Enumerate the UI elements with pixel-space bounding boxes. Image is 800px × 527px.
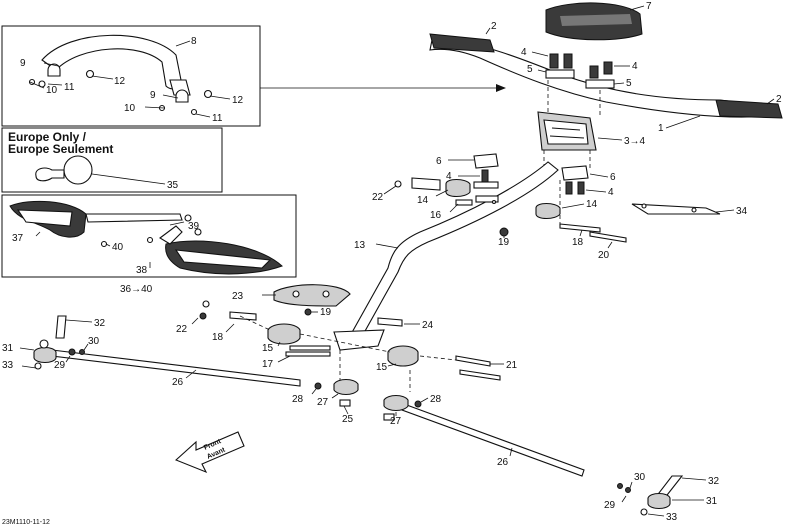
callout-33-right: 33 xyxy=(666,512,678,523)
callout-17: 17 xyxy=(262,359,274,370)
callout-38: 38 xyxy=(136,265,148,276)
callout-25: 25 xyxy=(342,414,354,425)
europe-title-line2: Europe Seulement xyxy=(8,142,113,156)
callout-27-left: 27 xyxy=(317,397,329,408)
callout-34: 34 xyxy=(736,206,748,217)
callout-2-left: 2 xyxy=(491,21,497,32)
europe-title-line1: Europe Only / xyxy=(8,130,87,144)
grip-left xyxy=(429,33,495,53)
callout-29-right: 29 xyxy=(604,500,616,511)
callout-32-left: 32 xyxy=(94,318,106,329)
callout-30-right: 30 xyxy=(634,472,646,483)
callout-4-mid-left: 4 xyxy=(446,171,452,182)
callout-27-right: 27 xyxy=(390,416,402,427)
callout-7: 7 xyxy=(646,1,652,12)
front-direction-arrow: Front Avant xyxy=(174,431,245,474)
callout-20: 20 xyxy=(598,250,610,261)
callout-26-right: 26 xyxy=(497,457,509,468)
callout-18-lower: 18 xyxy=(212,332,224,343)
callout-22-lower: 22 xyxy=(176,324,188,335)
inset-handguard-kit: 8 9 12 11 10 9 12 11 10 xyxy=(1,25,506,127)
callout-31-right: 31 xyxy=(706,496,718,507)
callout-33-left: 33 xyxy=(2,360,14,371)
callout-10-upper: 10 xyxy=(46,85,58,96)
callout-11-upper: 11 xyxy=(64,82,75,93)
handlebar-clamp-bolts: 4 4 5 5 xyxy=(521,47,638,89)
left-spindle-parts: 32 31 30 29 33 xyxy=(2,315,106,371)
callout-22-upper: 22 xyxy=(372,192,384,203)
ball-joints-center: 28 27 25 28 27 xyxy=(292,378,442,427)
upper-support: 22 14 16 14 19 xyxy=(372,177,598,248)
callout-29-left: 29 xyxy=(54,360,66,371)
handlebar-pad xyxy=(545,2,643,41)
callout-19-upper: 19 xyxy=(498,237,510,248)
tie-rod-right: 26 xyxy=(401,403,585,477)
callout-1: 1 xyxy=(658,123,664,134)
callout-4-top-left: 4 xyxy=(521,47,527,58)
callout-14-left: 14 xyxy=(417,195,429,206)
callout-11-lower: 11 xyxy=(212,113,223,124)
diagram-code: 23M1110-11-12 xyxy=(2,519,50,526)
upper-column-clamps: 6 4 6 4 xyxy=(436,153,616,198)
right-spindle-parts: 30 32 31 29 33 xyxy=(604,472,720,523)
callout-24: 24 xyxy=(422,320,434,331)
callout-14-right: 14 xyxy=(586,199,598,210)
inset-europe-only: Europe Only / Europe Seulement 35 xyxy=(1,127,223,193)
lower-mount: 23 22 18 15 17 19 24 15 21 xyxy=(176,284,518,381)
callout-19-lower: 19 xyxy=(320,307,332,318)
handlebar: 2 7 2 1 xyxy=(429,1,783,134)
callout-12-upper: 12 xyxy=(114,76,126,87)
callout-35: 35 xyxy=(167,180,179,191)
callout-23: 23 xyxy=(232,291,244,302)
inset-handguards: 37 39 40 38 xyxy=(1,194,297,278)
clamp-9-lower xyxy=(175,89,189,103)
callout-4-top-right: 4 xyxy=(632,61,638,72)
callout-32-right: 32 xyxy=(708,476,720,487)
callout-6-right: 6 xyxy=(610,172,616,183)
callout-3-4: 3→4 xyxy=(624,136,646,147)
riser-block: 3→4 xyxy=(537,80,646,168)
callout-10-lower: 10 xyxy=(124,103,136,114)
callout-4-mid-right: 4 xyxy=(608,187,614,198)
callout-28-right: 28 xyxy=(430,394,442,405)
upper-column-bolts: 18 20 xyxy=(559,223,627,261)
callout-12-lower: 12 xyxy=(232,95,244,106)
callout-9-lower: 9 xyxy=(150,90,156,101)
callout-6-left: 6 xyxy=(436,156,442,167)
callout-36-40: 36→40 xyxy=(120,284,153,295)
callout-31-left: 31 xyxy=(2,343,14,354)
callout-28-left: 28 xyxy=(292,394,304,405)
callout-21: 21 xyxy=(506,360,518,371)
callout-15-right: 15 xyxy=(376,362,388,373)
callout-13: 13 xyxy=(354,240,366,251)
callout-30-left: 30 xyxy=(88,336,100,347)
callout-37: 37 xyxy=(12,233,24,244)
callout-2-right: 2 xyxy=(776,94,782,105)
bracket-34: 34 xyxy=(631,203,748,217)
callout-39: 39 xyxy=(188,221,200,232)
callout-26-left: 26 xyxy=(172,377,184,388)
callout-8: 8 xyxy=(191,36,197,47)
callout-9-upper: 9 xyxy=(20,58,26,69)
callout-5-left: 5 xyxy=(527,64,533,75)
callout-18-upper: 18 xyxy=(572,237,584,248)
clamp-9-upper xyxy=(47,63,61,77)
callout-5-right: 5 xyxy=(626,78,632,89)
callout-40: 40 xyxy=(112,242,124,253)
grip-right xyxy=(715,99,783,119)
callout-16: 16 xyxy=(430,210,442,221)
callout-15-left: 15 xyxy=(262,343,274,354)
